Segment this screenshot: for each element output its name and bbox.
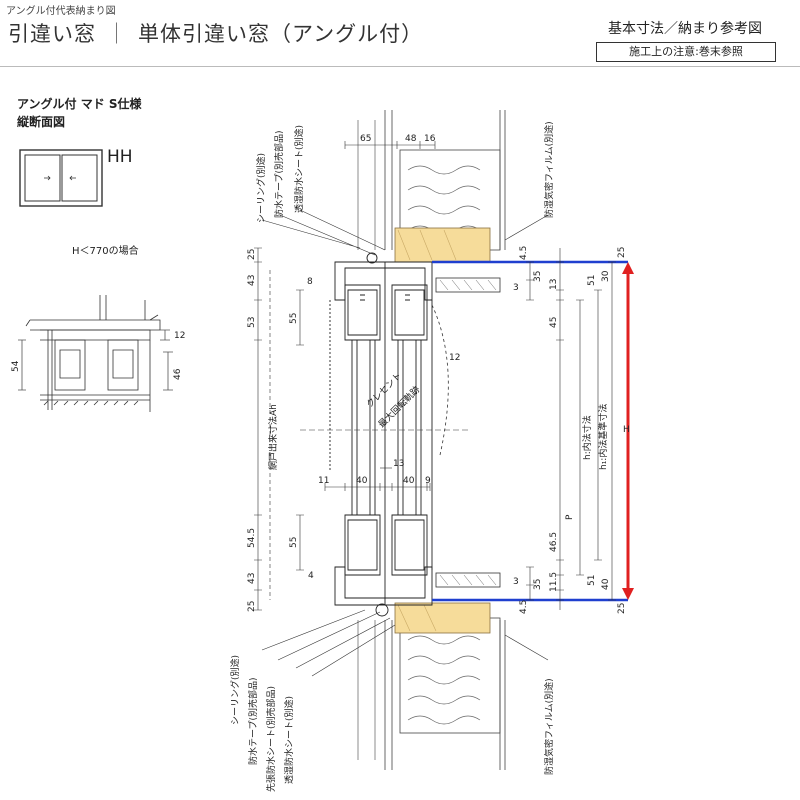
dim-40-left: 40 <box>356 476 368 486</box>
dim-65: 65 <box>360 134 371 144</box>
label-bottom-tape: 防水テープ(別売部品) <box>247 678 259 765</box>
dim-45: 45 <box>549 317 559 328</box>
label-screen-height: 網戸出来寸法Ah <box>267 404 279 470</box>
title-separator: ｜ <box>106 22 128 46</box>
label-inner-h: h:内法寸法 <box>581 415 593 460</box>
dim-4.5-bottom: 4.5 <box>519 600 529 614</box>
dim-51-top: 51 <box>587 275 597 286</box>
dim-30: 30 <box>601 270 611 282</box>
dim-54-small: 54 <box>11 360 21 372</box>
title-series: 引違い窓 <box>8 22 96 46</box>
dim-35-bottom: 35 <box>533 579 543 590</box>
header-divider <box>0 66 800 67</box>
label-bottom-sheet-a: 先張防水シート(別売部品) <box>265 686 277 792</box>
dim-40-vertical: 40 <box>601 578 611 590</box>
dim-4.5-top: 4.5 <box>519 246 529 260</box>
top-wood-sill <box>394 227 491 263</box>
label-top-sheet: 透湿防水シート(別途) <box>293 125 305 213</box>
dim-35-top: 35 <box>533 271 543 282</box>
dim-55-bottom: 55 <box>289 537 299 548</box>
dim-left-25-top: 25 <box>247 249 257 260</box>
caution-note: 施工上の注意:巻末参照 <box>596 42 776 62</box>
dim-53: 53 <box>247 317 257 328</box>
dim-40-right: 40 <box>403 476 415 486</box>
dim-13: 13 <box>549 279 559 290</box>
dim-4: 4 <box>308 571 314 581</box>
dim-25-right-top: 25 <box>617 247 627 258</box>
label-top-sealing: シーリング(別途) <box>255 153 267 223</box>
dim-16: 16 <box>424 134 436 144</box>
section-name: 縦断面図 <box>17 115 66 129</box>
dim-left-25-bottom: 25 <box>247 601 257 612</box>
label-inner-h1: h₁:内法基準寸法 <box>597 404 609 470</box>
label-top-film: 防湿気密フィルム(別途) <box>543 121 555 218</box>
dim-46.5: 46.5 <box>549 532 559 552</box>
label-bottom-sheet-b: 透湿防水シート(別途) <box>283 696 295 784</box>
document-category: アングル付代表納まり図 <box>6 6 116 17</box>
label-top-tape: 防水テープ(別売部品) <box>273 131 285 218</box>
bottom-wood-sill <box>394 602 491 634</box>
dim-left-43-top: 43 <box>247 275 257 286</box>
dim-55-top: 55 <box>289 313 299 324</box>
height-arrow <box>622 262 634 600</box>
small-section-detail <box>18 295 173 412</box>
dim-25-right-bottom: 25 <box>617 603 627 614</box>
dim-13-mid: 13 <box>393 459 404 469</box>
window-elevation-icon <box>19 149 103 207</box>
dim-3-bottom: 3 <box>513 577 519 587</box>
window-frame-profile <box>329 252 433 617</box>
title-product: 単体引違い窓（アングル付） <box>138 22 424 46</box>
dim-left-43-bottom: 43 <box>247 573 257 584</box>
dim-11: 11 <box>318 476 329 486</box>
reference-label: 基本寸法／納まり参考図 <box>608 21 762 37</box>
dim-8: 8 <box>307 277 313 287</box>
label-bottom-film: 防湿気密フィルム(別途) <box>543 678 555 775</box>
wall-and-insulation <box>357 110 506 770</box>
page-title: 引違い窓 ｜ 単体引違い窓（アングル付） <box>8 18 423 48</box>
dim-9: 9 <box>425 476 431 486</box>
dim-46-small: 46 <box>173 368 183 380</box>
spec-name: アングル付 マド S仕様 <box>17 97 142 111</box>
label-H: H <box>623 425 630 435</box>
label-P: P <box>565 514 575 520</box>
dim-51-bottom: 51 <box>587 575 597 586</box>
dim-12-small: 12 <box>174 331 185 341</box>
window-code: HH <box>107 147 133 167</box>
dim-48: 48 <box>405 134 417 144</box>
label-bottom-sealing: シーリング(別途) <box>229 655 241 725</box>
crescent-rotation-trace <box>431 304 449 456</box>
small-case-label: H＜770の場合 <box>72 246 139 257</box>
dimension-lines <box>254 141 616 611</box>
dim-54.5: 54.5 <box>247 528 257 548</box>
dim-12-right: 12 <box>449 353 460 363</box>
dim-11.5: 11.5 <box>549 572 559 592</box>
leader-lines <box>261 209 549 677</box>
dim-3-top: 3 <box>513 283 519 293</box>
